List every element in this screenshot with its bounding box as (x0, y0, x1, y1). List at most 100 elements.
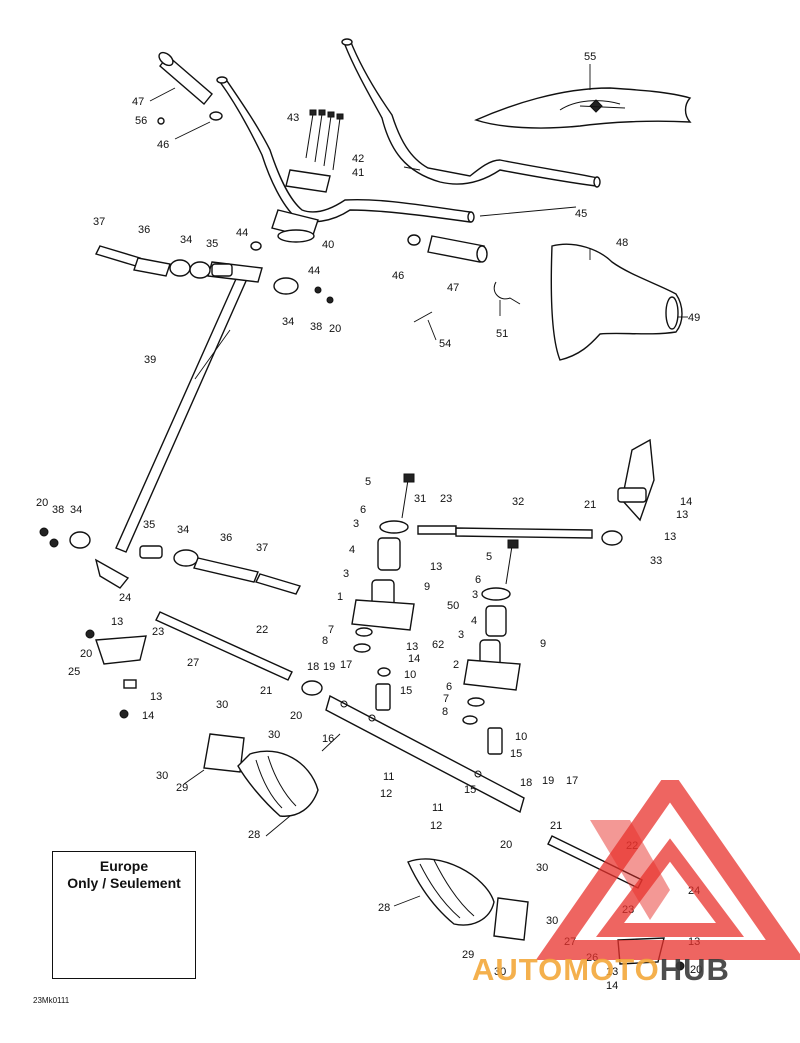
callout-38: 38 (52, 504, 64, 516)
watermark-logo-icon (535, 780, 800, 960)
upper-bushing-row (95, 245, 334, 304)
callout-14: 14 (408, 653, 420, 665)
spindle-right-part (462, 539, 521, 755)
callout-14: 14 (680, 496, 692, 508)
callout-14: 14 (142, 710, 154, 722)
callout-13: 13 (606, 966, 618, 978)
callout-29: 29 (176, 782, 188, 794)
callout-22: 22 (256, 624, 268, 636)
drawing-code: 23Mk0111 (33, 996, 70, 1005)
spindle-left-part (351, 473, 415, 711)
callout-13: 13 (406, 641, 418, 653)
callout-8: 8 (442, 706, 448, 718)
callout-13: 13 (430, 561, 442, 573)
handlebar-part (216, 38, 601, 223)
callout-19: 19 (323, 661, 335, 673)
callout-45: 45 (575, 208, 587, 220)
handlebar-clamp-part (250, 109, 344, 251)
callout-36: 36 (220, 532, 232, 544)
column-pad-part (550, 243, 683, 361)
callout-10: 10 (515, 731, 527, 743)
callout-3: 3 (353, 518, 359, 530)
callout-46: 46 (157, 139, 169, 151)
callout-31: 31 (414, 493, 426, 505)
callout-18: 18 (520, 777, 532, 789)
callout-44: 44 (308, 265, 320, 277)
callout-25: 25 (68, 666, 80, 678)
callout-20: 20 (329, 323, 341, 335)
callout-20: 20 (500, 839, 512, 851)
callout-21: 21 (260, 685, 272, 697)
callout-6: 6 (475, 574, 481, 586)
callout-21: 21 (550, 820, 562, 832)
callout-51: 51 (496, 328, 508, 340)
callout-12: 12 (380, 788, 392, 800)
callout-35: 35 (143, 519, 155, 531)
callout-4: 4 (471, 615, 477, 627)
callout-27: 27 (187, 657, 199, 669)
cross-member-part (325, 694, 525, 814)
callout-23: 23 (152, 626, 164, 638)
callout-21: 21 (584, 499, 596, 511)
tie-rod-upper-part (417, 438, 655, 546)
grip-right-part (407, 234, 521, 323)
callout-47: 47 (447, 282, 459, 294)
callout-30: 30 (546, 915, 558, 927)
callout-30: 30 (268, 729, 280, 741)
callout-17: 17 (566, 775, 578, 787)
callout-47: 47 (132, 96, 144, 108)
callout-54: 54 (439, 338, 451, 350)
leader-lines (149, 64, 688, 907)
callout-3: 3 (343, 568, 349, 580)
callout-14: 14 (606, 980, 618, 992)
callout-49: 49 (688, 312, 700, 324)
callout-5: 5 (365, 476, 371, 488)
callout-13: 13 (150, 691, 162, 703)
callout-9: 9 (424, 581, 430, 593)
callout-56: 56 (135, 115, 147, 127)
callout-13: 13 (664, 531, 676, 543)
watermark-text-colored: AUTOMOTO (472, 952, 660, 987)
callout-5: 5 (486, 551, 492, 563)
callout-2: 2 (453, 659, 459, 671)
callout-55: 55 (584, 51, 596, 63)
handlebar-pad-part (474, 87, 692, 129)
callout-37: 37 (256, 542, 268, 554)
callout-1: 1 (337, 591, 343, 603)
callout-16: 16 (322, 733, 334, 745)
callout-20: 20 (80, 648, 92, 660)
boot-left-part (203, 733, 319, 817)
callout-35: 35 (206, 238, 218, 250)
callout-32: 32 (512, 496, 524, 508)
callout-29: 29 (462, 949, 474, 961)
callout-41: 41 (352, 167, 364, 179)
callout-46: 46 (392, 270, 404, 282)
callout-6: 6 (446, 681, 452, 693)
callout-20: 20 (290, 710, 302, 722)
callout-28: 28 (248, 829, 260, 841)
callout-30: 30 (536, 862, 548, 874)
callout-18: 18 (307, 661, 319, 673)
watermark-text-dark: HUB (659, 952, 730, 987)
callout-28: 28 (378, 902, 390, 914)
callout-42: 42 (352, 153, 364, 165)
callout-50: 50 (447, 600, 459, 612)
callout-62: 62 (432, 639, 444, 651)
callout-30: 30 (494, 966, 506, 978)
callout-15: 15 (510, 748, 522, 760)
lower-bushing-row (39, 527, 301, 595)
callout-30: 30 (216, 699, 228, 711)
callout-7: 7 (443, 693, 449, 705)
callout-20: 20 (690, 964, 702, 976)
callout-15: 15 (400, 685, 412, 697)
callout-38: 38 (310, 321, 322, 333)
callout-23: 23 (440, 493, 452, 505)
callout-3: 3 (458, 629, 464, 641)
callout-34: 34 (70, 504, 82, 516)
europe-inset-box: Europe Only / Seulement (52, 851, 196, 979)
callout-8: 8 (322, 635, 328, 647)
callout-40: 40 (322, 239, 334, 251)
callout-13: 13 (111, 616, 123, 628)
callout-17: 17 (340, 659, 352, 671)
